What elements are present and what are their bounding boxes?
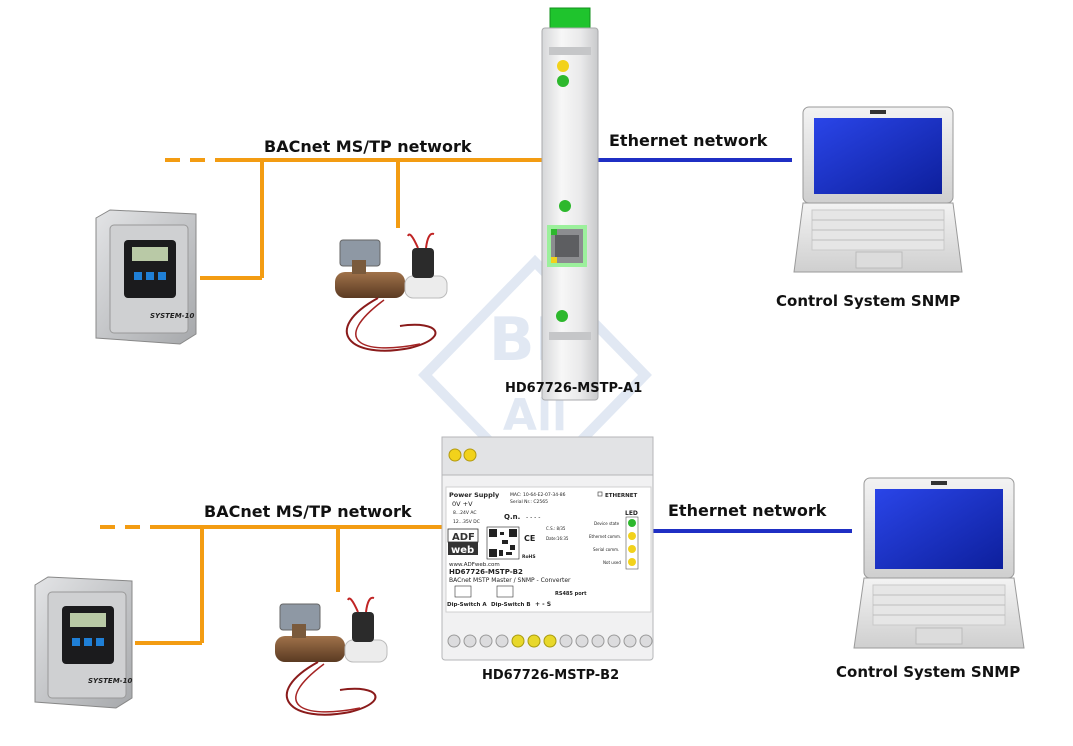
- rohs-mark: RoHS: [522, 554, 536, 560]
- description-label: BACnet MSTP Master / SNMP - Converter: [449, 577, 571, 584]
- led-row-label: Serial comm.: [593, 547, 619, 552]
- serial-label: Serial Nr.: C2565: [510, 499, 548, 505]
- ethernet-header: ETHERNET: [605, 493, 637, 499]
- bacnet-line-bottom: [100, 525, 445, 645]
- led-green: [556, 310, 568, 322]
- device-name-bottom: HD67726-MSTP-B2: [482, 668, 619, 683]
- bacnet-label-top: BACnet MS/TP network: [264, 137, 472, 156]
- dc-label: 12...35V DC: [453, 519, 480, 525]
- qn-blank: - - - -: [526, 514, 540, 521]
- adfweb-logo: ADF web: [447, 528, 479, 556]
- power-supply-label: Power Supply: [449, 491, 500, 499]
- din-rail-device-a1: [541, 7, 599, 401]
- meter-brand-bottom: SYSTEM-10: [88, 677, 132, 685]
- flow-meter-transmitter-icon: SYSTEM-10: [95, 209, 197, 345]
- rs485-label: RS485 port: [555, 591, 587, 597]
- date-label: Date:16:35: [546, 536, 569, 541]
- dip-a-label: Dip-Switch A: [447, 602, 487, 608]
- terminal-labels: + - S: [535, 601, 551, 608]
- svg-text:web: web: [451, 545, 474, 556]
- pc-label-bottom: Control System SNMP: [836, 663, 1020, 681]
- led-yellow: [557, 60, 569, 72]
- led-header: LED: [625, 510, 638, 517]
- din-rail-device-b2: Power Supply 0V +V 8...24V AC 12...35V D…: [441, 436, 654, 661]
- flow-meter-transmitter-icon: SYSTEM-10: [34, 576, 133, 709]
- qr-code-icon: [486, 526, 520, 560]
- ce-mark: CE: [524, 534, 535, 543]
- bacnet-label-bottom: BACnet MS/TP network: [204, 502, 412, 521]
- bacnet-line-top: [165, 158, 545, 280]
- laptop-icon: [793, 106, 963, 273]
- svg-text:ADF: ADF: [452, 532, 475, 543]
- laptop-icon: [853, 477, 1025, 649]
- polarity-label: 0V +V: [452, 500, 473, 508]
- dip-b-label: Dip-Switch B: [491, 602, 531, 608]
- ethernet-label-top: Ethernet network: [609, 131, 768, 150]
- dip-switch-b-icon: [496, 585, 514, 598]
- website-label: www.ADFweb.com: [449, 562, 500, 568]
- led-row-label: Not used: [603, 560, 621, 565]
- led-row-label: Ethernet comm.: [589, 534, 621, 539]
- led-not-used: [628, 558, 636, 566]
- led-green: [557, 75, 569, 87]
- led-serial-comm: [628, 545, 636, 553]
- ac-label: 8...24V AC: [453, 510, 477, 516]
- model-label: HD67726-MSTP-B2: [449, 568, 523, 576]
- led-green: [559, 200, 571, 212]
- device-name-top: HD67726-MSTP-A1: [505, 381, 642, 396]
- led-row-label: Device state: [594, 521, 620, 526]
- led-device-state: [628, 519, 636, 527]
- cs-label: C.S.: 8/35: [546, 526, 566, 531]
- meter-brand-top: SYSTEM-10: [150, 312, 194, 320]
- dip-switch-a-icon: [454, 585, 472, 598]
- led-yellow: [448, 448, 462, 462]
- terminal-block: [447, 634, 653, 648]
- qn-label: Q.n.: [504, 513, 520, 521]
- flow-sensor-valve-icon: [335, 232, 448, 352]
- mac-label: MAC: 10-64-E2-07-34-86: [510, 492, 566, 498]
- pc-label-top: Control System SNMP: [776, 292, 960, 310]
- led-yellow: [463, 448, 477, 462]
- led-ethernet-comm: [628, 532, 636, 540]
- ethernet-label-bottom: Ethernet network: [668, 501, 827, 520]
- flow-sensor-valve-icon: [275, 596, 388, 716]
